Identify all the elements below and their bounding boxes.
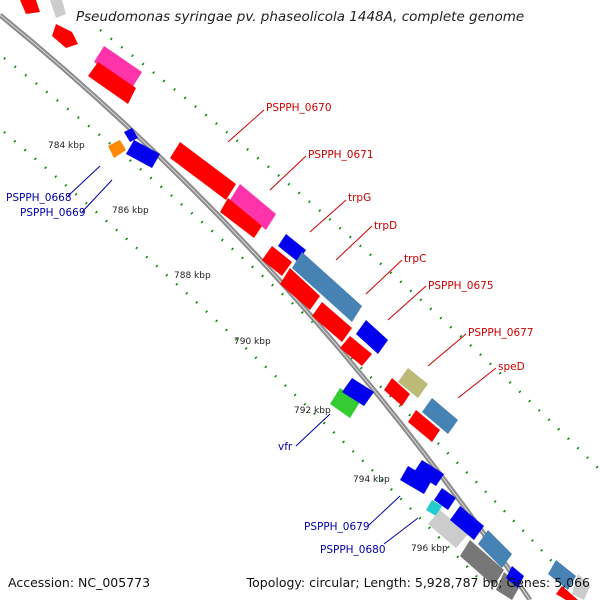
gene-label[interactable]: PSPPH_0675	[428, 280, 494, 292]
gene-label[interactable]: PSPPH_0669	[20, 207, 86, 219]
scale-label: 788 kbp	[174, 271, 211, 281]
accession-text: Accession: NC_005773	[8, 575, 151, 590]
gene-label[interactable]: PSPPH_0679	[304, 521, 370, 533]
gene-label[interactable]: trpC	[404, 253, 426, 265]
label-leaders-blue	[67, 165, 419, 545]
gene-label[interactable]: PSPPH_0670	[266, 102, 332, 114]
gene-label[interactable]: trpD	[374, 220, 397, 232]
gene-label[interactable]: PSPPH_0668	[6, 192, 72, 204]
scale-label: 786 kbp	[112, 206, 149, 216]
gene-labels-blue: PSPPH_0668 PSPPH_0669 vfr PSPPH_0679 PSP…	[6, 192, 386, 556]
gene-label[interactable]: PSPPH_0680	[320, 544, 386, 556]
gene-label[interactable]: PSPPH_0677	[468, 327, 534, 339]
scale-label: 794 kbp	[353, 475, 390, 485]
gene-label[interactable]: trpG	[348, 192, 371, 204]
gene-label[interactable]: PSPPH_0671	[308, 149, 374, 161]
scale-label: 784 kbp	[48, 141, 85, 151]
gene-label[interactable]: vfr	[278, 441, 293, 453]
scale-label: 796 kbp	[411, 544, 448, 554]
scale-label: 792 kbp	[294, 406, 331, 416]
genome-backbone	[0, 13, 533, 600]
scale-labels: 784 kbp 786 kbp 788 kbp 790 kbp 792 kbp …	[48, 141, 448, 554]
map-title: Pseudomonas syringae pv. phaseolicola 14…	[76, 9, 525, 25]
gene-labels-red: PSPPH_0670 PSPPH_0671 trpG trpD trpC PSP…	[266, 102, 534, 373]
topology-text: Topology: circular; Length: 5,928,787 bp…	[246, 575, 590, 590]
label-leaders-red	[227, 109, 497, 399]
tick-ring-outer	[3, 57, 561, 571]
scale-label: 790 kbp	[234, 337, 271, 347]
gene-label[interactable]: speD	[498, 361, 525, 373]
gene-features	[20, 0, 590, 600]
